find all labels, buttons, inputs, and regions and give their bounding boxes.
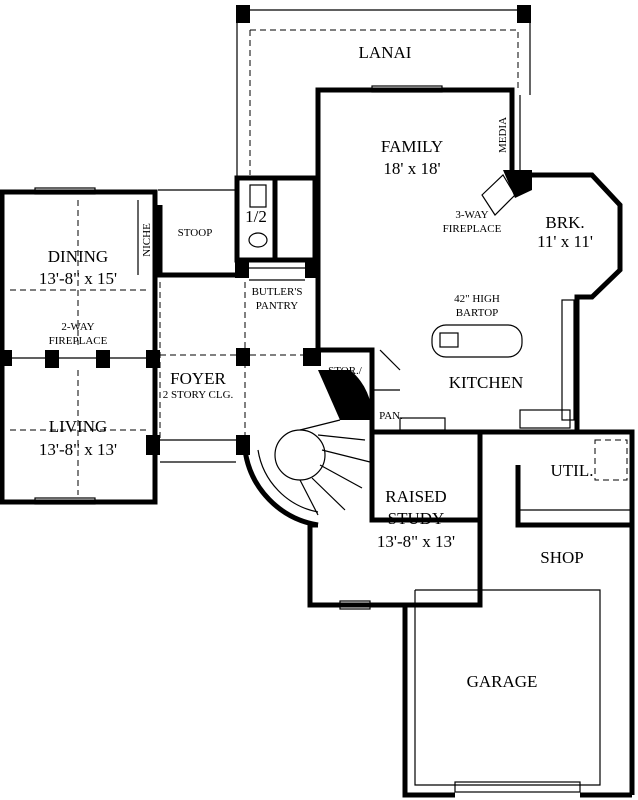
lanai-column [236, 5, 250, 23]
label-garage: GARAGE [467, 672, 538, 691]
label-foyer-note: 2 STORY CLG. [163, 389, 234, 401]
label-study-size: 13'-8" x 13' [377, 532, 455, 551]
label-living: LIVING [49, 417, 108, 436]
study-walls [307, 430, 483, 610]
label-shop: SHOP [540, 548, 583, 567]
stoop-bath-pantry [157, 175, 319, 281]
label-fireplace2-2: FIREPLACE [49, 335, 108, 347]
label-dining-size: 13'-8" x 15' [39, 269, 117, 288]
label-media: MEDIA [497, 117, 509, 153]
label-living-size: 13'-8" x 13' [39, 440, 117, 459]
lanai-column [517, 5, 531, 23]
label-brk-size: 11' x 11' [537, 232, 593, 251]
kitchen-area [318, 299, 575, 435]
label-stor-1: STOR./ [328, 365, 363, 377]
label-fireplace3-2: FIREPLACE [443, 223, 502, 235]
lanai-area [236, 5, 531, 180]
label-lanai: LANAI [359, 43, 412, 62]
family-room-walls [315, 85, 623, 435]
label-kitchen: KITCHEN [449, 373, 524, 392]
label-fireplace3-1: 3-WAY [455, 209, 488, 221]
label-foyer: FOYER [170, 369, 226, 388]
label-stor-2: ELEV. [330, 379, 360, 391]
label-study-1: RAISED [385, 487, 446, 506]
label-half-bath: 1/2 [245, 207, 267, 226]
label-util: UTIL. [551, 461, 594, 480]
service-walls [402, 429, 635, 798]
label-bartop-1: 42" HIGH [454, 293, 500, 305]
label-niche: NICHE [141, 223, 153, 257]
label-butlers-2: PANTRY [256, 300, 298, 312]
label-dining: DINING [48, 247, 108, 266]
label-stoop: STOOP [178, 227, 213, 239]
label-family-size: 18' x 18' [383, 159, 440, 178]
fireplace-2way [45, 350, 59, 368]
fireplace-3way [503, 170, 532, 198]
label-pan: PAN. [379, 410, 403, 422]
label-family: FAMILY [381, 137, 443, 156]
label-study-2: STUDY [388, 509, 445, 528]
label-bartop-2: BARTOP [456, 307, 499, 319]
spiral-stair [242, 370, 373, 528]
label-butlers-1: BUTLER'S [252, 286, 303, 298]
label-brk: BRK. [545, 213, 584, 232]
label-fireplace2-1: 2-WAY [61, 321, 94, 333]
dining-living-walls [0, 187, 160, 505]
